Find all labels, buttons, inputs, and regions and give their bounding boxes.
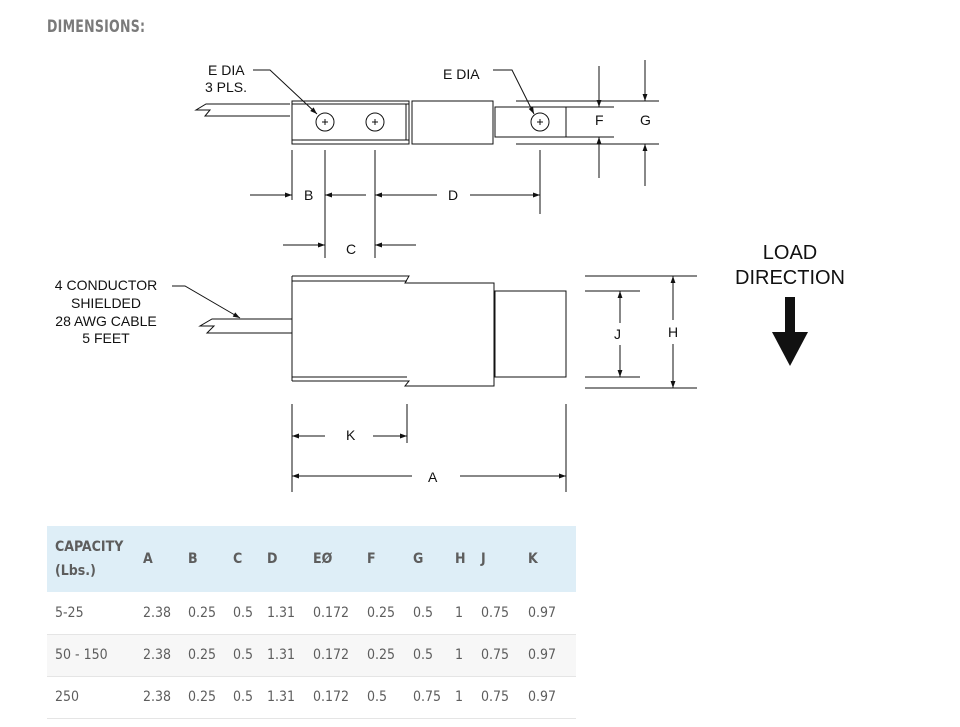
table-cell: 0.172 xyxy=(313,647,350,663)
mounting-hole xyxy=(365,112,385,132)
table-cell: 0.75 xyxy=(481,647,510,663)
table-cell: 1.31 xyxy=(267,604,296,621)
dim-label-c: C xyxy=(346,241,356,257)
dim-label-d: D xyxy=(448,187,458,203)
table-cell: 250 xyxy=(55,689,80,705)
table-row: 5-25 2.38 0.25 0.5 1.31 0.172 0.25 0.5 1 0.75 0.97 xyxy=(47,592,576,634)
table-cell: 1 xyxy=(455,647,464,663)
column-header: F xyxy=(367,551,376,567)
load-direction-label: DIRECTION xyxy=(735,267,845,289)
e-dia-label-right: E DIA xyxy=(443,66,480,82)
table-cell: 0.5 xyxy=(367,689,388,705)
dim-label-k: K xyxy=(346,427,356,443)
column-header: C xyxy=(233,551,243,567)
cable-note-line: SHIELDED xyxy=(71,295,141,311)
dim-label-j: J xyxy=(614,326,621,342)
dimensions-drawing: E DIA 3 PLS. E DIA F G B D C J H K A 4 C… xyxy=(55,60,845,492)
table-cell: 0.25 xyxy=(367,604,396,621)
column-header: B xyxy=(188,551,198,567)
e-dia-label: E DIA xyxy=(208,62,245,78)
table-cell: 0.97 xyxy=(528,604,557,621)
table-row: 50 - 150 2.38 0.25 0.5 1.31 0.172 0.25 0.5 1 0.75… xyxy=(47,634,576,676)
top-view xyxy=(194,60,659,258)
mounting-hole xyxy=(530,112,550,132)
table-cell: 0.25 xyxy=(188,689,217,705)
table-cell: 0.75 xyxy=(481,604,510,621)
table-cell: 0.25 xyxy=(188,604,217,621)
table-cell: 0.172 xyxy=(313,604,350,621)
table-cell: 0.5 xyxy=(233,604,254,621)
table-cell: 0.75 xyxy=(413,689,442,705)
column-header-label: CAPACITY xyxy=(55,539,124,555)
load-direction-label: LOAD xyxy=(763,242,817,264)
table-cell: 0.172 xyxy=(313,689,350,705)
table-cell: 1.31 xyxy=(267,689,296,705)
table-cell: 1 xyxy=(455,604,464,621)
column-header: D xyxy=(267,551,278,567)
column-header: G xyxy=(413,551,424,567)
e-dia-qty-label: 3 PLS. xyxy=(205,79,247,95)
table-cell: 0.97 xyxy=(528,647,557,663)
dim-label-g: G xyxy=(640,112,651,128)
table-cell: 0.25 xyxy=(188,647,217,663)
specifications-table: CAPACITY (Lbs.) A B C D EØ F G H J K 5-2… xyxy=(47,526,576,719)
column-header-unit: (Lbs.) xyxy=(55,563,96,579)
cable-note-line: 4 CONDUCTOR xyxy=(55,277,157,293)
column-header: K xyxy=(528,551,538,567)
dim-label-h: H xyxy=(668,324,678,340)
specifications-table-container: CAPACITY (Lbs.) A B C D EØ F G H J K 5-2… xyxy=(47,526,576,719)
dim-label-f: F xyxy=(595,112,604,128)
table-cell: 0.5 xyxy=(233,647,254,663)
table-cell: 50 - 150 xyxy=(55,647,108,663)
table-cell: 0.75 xyxy=(481,689,510,705)
table-cell: 0.5 xyxy=(413,604,434,621)
side-view xyxy=(172,275,697,492)
dim-label-b: B xyxy=(304,187,313,203)
table-cell: 2.38 xyxy=(143,689,172,705)
table-cell: 1.31 xyxy=(267,647,296,663)
dim-label-a: A xyxy=(428,469,438,485)
table-cell: 2.38 xyxy=(143,604,172,621)
table-cell: 0.25 xyxy=(367,647,396,663)
load-direction-arrow-icon xyxy=(772,297,808,366)
column-header-capacity: CAPACITY (Lbs.) xyxy=(47,526,135,592)
column-header: A xyxy=(143,551,153,567)
table-cell: 0.5 xyxy=(413,647,434,663)
table-cell: 2.38 xyxy=(143,647,172,663)
table-header-row: CAPACITY (Lbs.) A B C D EØ F G H J K xyxy=(47,526,576,592)
table-cell: 0.97 xyxy=(528,689,557,705)
section-title: DIMENSIONS: xyxy=(47,17,146,37)
column-header: H xyxy=(455,551,466,567)
cable-note-line: 5 FEET xyxy=(82,330,130,346)
cable-note: 4 CONDUCTOR SHIELDED 28 AWG CABLE 5 FEET xyxy=(55,277,157,346)
cable-note-line: 28 AWG CABLE xyxy=(55,313,156,329)
table-cell: 1 xyxy=(455,689,464,705)
table-row: 250 2.38 0.25 0.5 1.31 0.172 0.5 0.75 1 0.75 0.97 xyxy=(47,676,576,718)
column-header: EØ xyxy=(313,551,333,567)
table-cell: 0.5 xyxy=(233,689,254,705)
column-header: J xyxy=(481,551,486,567)
mounting-hole xyxy=(315,112,335,132)
table-cell: 5-25 xyxy=(55,604,84,621)
